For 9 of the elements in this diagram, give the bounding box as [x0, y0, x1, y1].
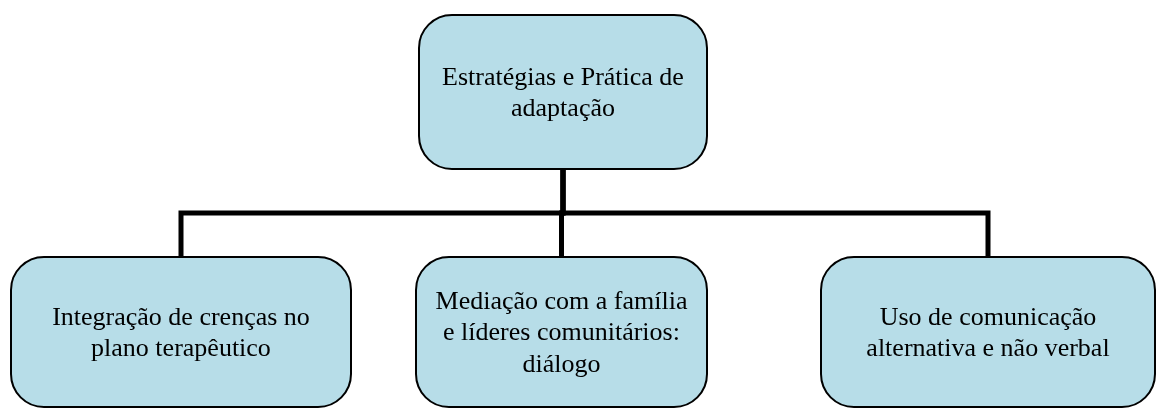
rounded-box: [415, 256, 708, 408]
box-label: Mediação com a família e líderes comunitários: diálogo: [434, 285, 689, 379]
connector-line: [560, 170, 991, 256]
rounded-box: [820, 256, 1156, 408]
box-label: Integração de crenças no plano terapêutico: [51, 300, 311, 364]
box-label: Uso de comunicação alternativa e não verbal: [865, 300, 1111, 364]
rounded-box: [418, 14, 708, 170]
rounded-box: [10, 256, 352, 408]
box-label: Estratégias e Prática de adaptação: [441, 60, 685, 124]
